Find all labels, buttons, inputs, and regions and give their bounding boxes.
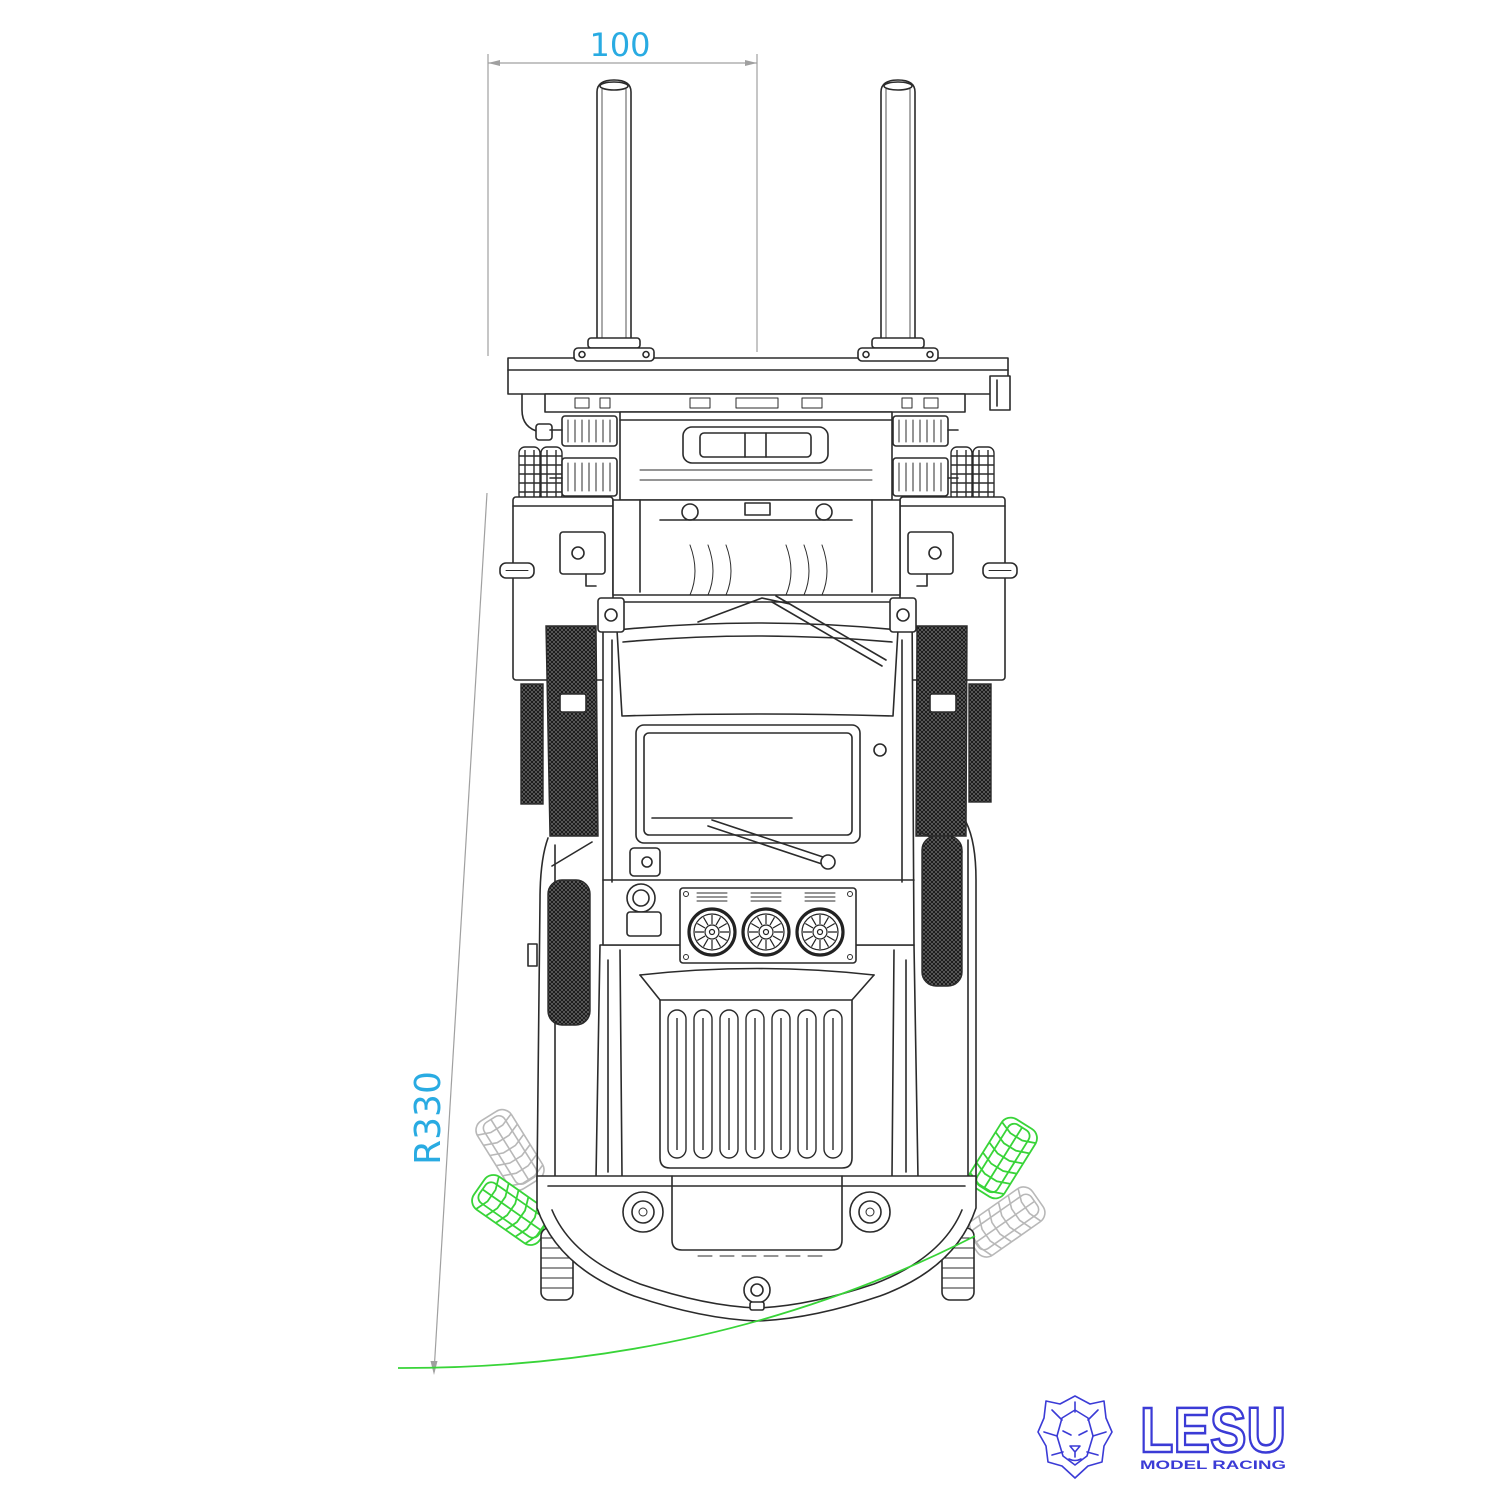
hood-grille	[659, 999, 853, 1169]
lower-body	[527, 821, 977, 1181]
turning-radius-leader	[430, 492, 488, 1375]
front-chassis	[559, 499, 954, 596]
cooling-fan-left-icon	[687, 907, 737, 957]
side-mesh-panels	[520, 625, 992, 837]
side-mesh-outer-right	[968, 683, 992, 803]
side-mesh-outer-left	[520, 683, 544, 805]
front-bumper	[536, 1175, 977, 1322]
brand-logo: LESU MODEL RACING	[1037, 1393, 1287, 1479]
side-mesh-left	[545, 625, 599, 837]
cooling-fan-right-icon	[795, 907, 845, 957]
brand-tagline: MODEL RACING	[1140, 1458, 1286, 1472]
fifth-wheel-plate	[507, 357, 1011, 441]
rear-suspension-left	[549, 415, 618, 497]
air-filter	[626, 847, 662, 937]
rear-window	[635, 724, 861, 870]
side-mesh-right	[915, 625, 968, 837]
roof-visor	[616, 622, 899, 717]
turning-radius-label: R330	[408, 1071, 449, 1165]
lion-head-icon	[1037, 1395, 1113, 1479]
width-dimension: 100	[487, 26, 758, 356]
rear-suspension-right	[892, 415, 959, 497]
roof-wiper	[697, 595, 887, 667]
cooling-fan-center-icon	[741, 907, 791, 957]
width-dimension-label: 100	[589, 26, 650, 64]
headlight-right	[849, 1191, 891, 1233]
rear-tire-right	[950, 446, 995, 502]
turning-path-arc	[397, 1235, 976, 1369]
window-wiper	[707, 819, 827, 865]
exhaust-stack-left	[573, 79, 655, 362]
hood	[595, 944, 919, 1179]
tow-hook	[743, 1276, 771, 1311]
headlight-left	[622, 1191, 664, 1233]
exhaust-stack-right	[857, 79, 939, 362]
rear-chassis	[544, 393, 966, 501]
side-step-right	[921, 835, 963, 987]
rear-crossmember-handle	[682, 426, 829, 464]
control-panel	[679, 887, 857, 964]
brand-wordmark: LESU	[1140, 1394, 1286, 1466]
rear-tire-left	[518, 446, 563, 502]
side-step-left	[547, 879, 591, 1026]
